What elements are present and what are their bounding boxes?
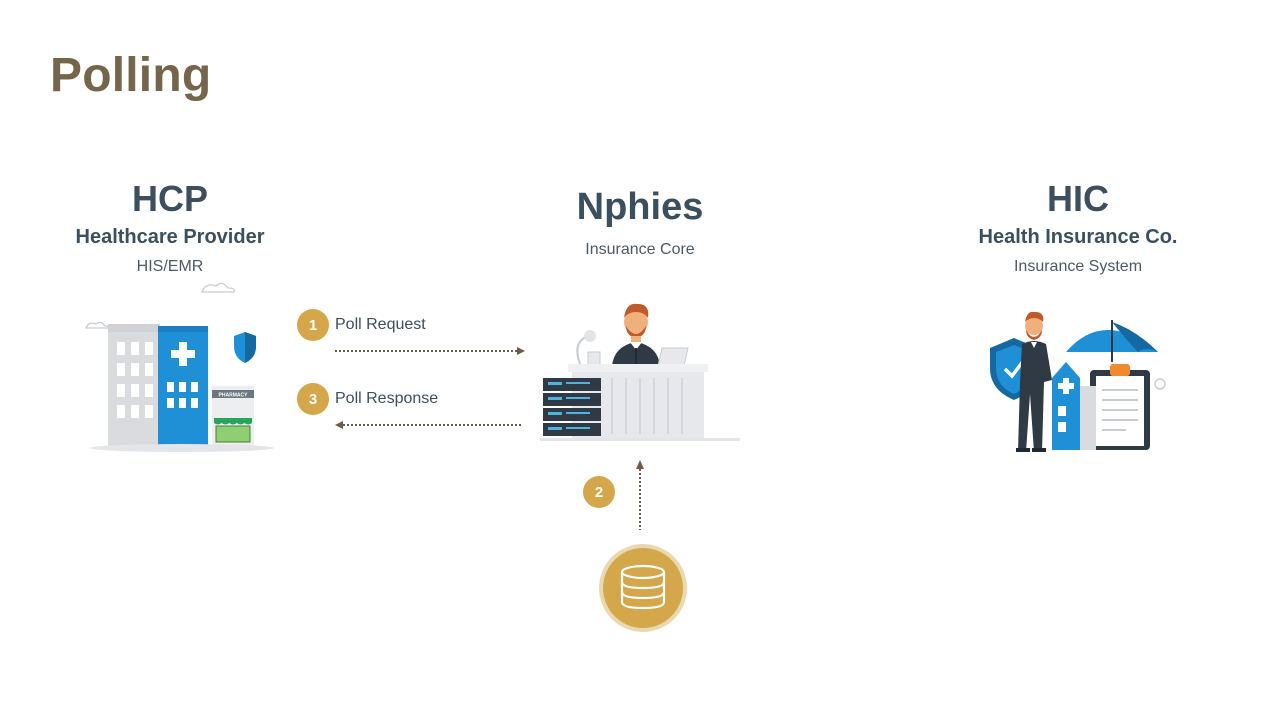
step-1-label: Poll Request [335,316,426,333]
nphies-title: Nphies [576,186,704,228]
db-to-nphies-arrow [634,460,646,532]
step-2-badge: 2 [583,476,615,508]
database-icon [598,543,688,633]
hcp-node: HCP Healthcare Provider HIS/EMR [50,178,290,276]
insurance-illustration [986,312,1170,454]
hcp-desc: HIS/EMR [136,258,204,275]
hic-title: HIC [1047,178,1109,219]
step-1-badge: 1 [297,309,329,341]
page-title: Polling [50,49,212,102]
hic-subtitle: Health Insurance Co. [978,226,1178,248]
nphies-desc: Insurance Core [585,241,695,258]
hic-node: HIC Health Insurance Co. Insurance Syste… [938,178,1218,276]
hcp-subtitle: Healthcare Provider [75,226,265,248]
poll-response-arrow [333,419,527,431]
poll-request-arrow [333,345,527,357]
nphies-node: Nphies Insurance Core [520,186,760,259]
hcp-title: HCP [131,178,208,219]
hospital-illustration: PHARMACY [82,278,282,456]
hic-desc: Insurance System [1013,258,1143,275]
agent-server-illustration [540,300,744,448]
step-3-badge: 3 [297,383,329,415]
pharmacy-sign: PHARMACY [219,392,249,398]
step-3-label: Poll Response [335,390,439,407]
